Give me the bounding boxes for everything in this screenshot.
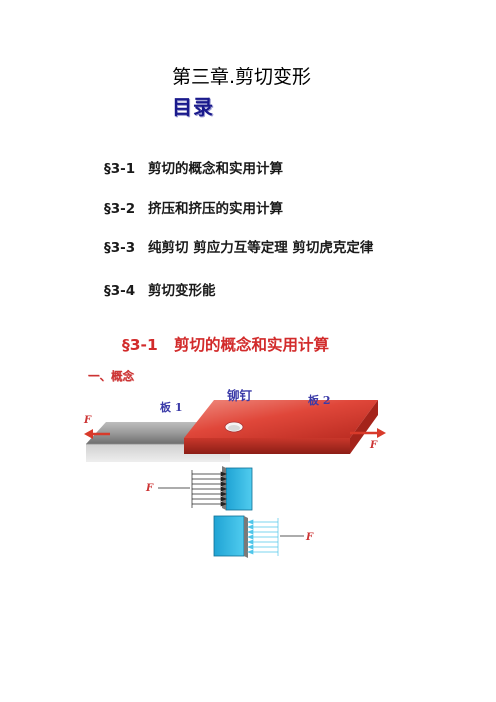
section-heading: §3-1 剪切的概念和实用计算	[122, 333, 329, 355]
toc-item-1[interactable]: §3-1 剪切的概念和实用计算	[104, 157, 283, 177]
toc-item-label: 挤压和挤压的实用计算	[148, 201, 283, 217]
rivet-block-lower	[213, 515, 248, 558]
toc-item-label: 剪切变形能	[148, 283, 216, 299]
label-rivet: 铆钉	[227, 388, 253, 403]
force-distribution-upper	[191, 470, 227, 508]
rivet-shear-diagram: 板 1 铆钉 板 2 F F F	[83, 388, 386, 558]
chapter-title: 第三章.剪切变形	[172, 66, 312, 88]
plate-2	[184, 400, 378, 454]
toc-item-number: §3-2	[104, 201, 136, 217]
toc-item-label: 纯剪切 剪应力互等定理 剪切虎克定律	[148, 240, 374, 256]
subsection-heading: 一、概念	[88, 369, 134, 383]
force-arrow-right	[350, 428, 386, 438]
section-title: 剪切的概念和实用计算	[174, 336, 330, 354]
force-label-left: F	[83, 415, 92, 426]
toc-item-3[interactable]: §3-3 纯剪切 剪应力互等定理 剪切虎克定律	[104, 236, 373, 256]
force-arrow-left	[84, 429, 110, 439]
force-distribution-lower	[247, 518, 279, 556]
toc-title: 目录	[172, 95, 214, 119]
toc-item-number: §3-1	[104, 161, 136, 177]
toc-item-number: §3-3	[104, 240, 136, 256]
toc-item-number: §3-4	[104, 283, 136, 299]
section-number: §3-1	[122, 336, 158, 354]
force-label-upper: F	[145, 483, 154, 494]
force-label-lower: F	[305, 532, 314, 543]
toc-item-label: 剪切的概念和实用计算	[148, 161, 283, 177]
force-label-right: F	[369, 440, 378, 451]
toc-item-2[interactable]: §3-2 挤压和挤压的实用计算	[104, 197, 283, 217]
rivet-block-upper	[222, 466, 253, 511]
label-plate-2: 板 2	[308, 393, 330, 407]
toc-item-4[interactable]: §3-4 剪切变形能	[104, 279, 216, 299]
label-plate-1: 板 1	[160, 400, 182, 414]
